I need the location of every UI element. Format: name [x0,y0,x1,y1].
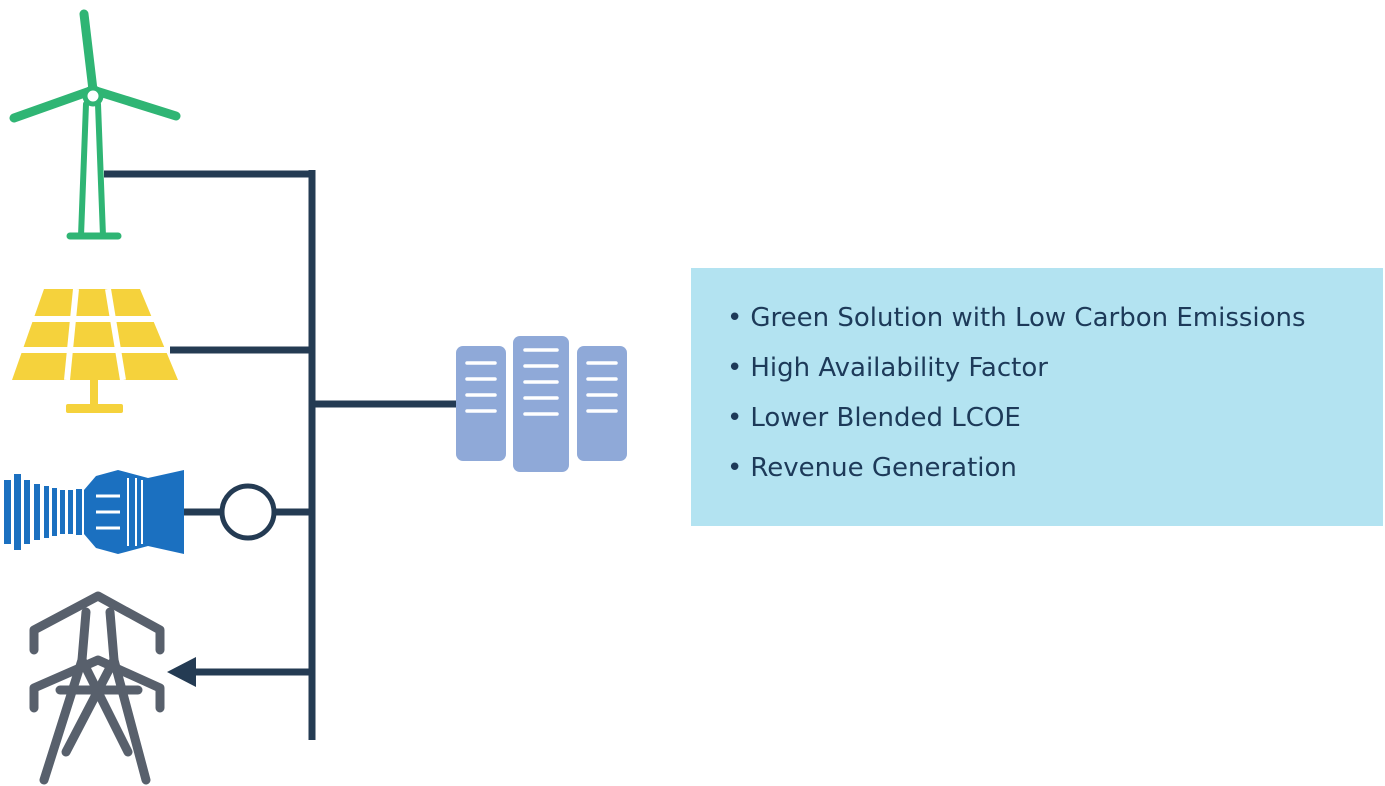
benefit-item: Lower Blended LCOE [727,402,1383,452]
benefit-item: High Availability Factor [727,352,1383,402]
battery-storage-icon [456,336,627,472]
benefit-item: Revenue Generation [727,452,1383,502]
connection-lines [104,170,456,740]
grid-export-arrow-icon [167,657,196,687]
benefits-panel: Green Solution with Low Carbon Emissions… [691,268,1383,526]
battery-rack-right [577,346,627,461]
battery-rack-center [513,336,569,472]
battery-rack-left [456,346,506,461]
gas-turbine-icon [4,470,184,554]
benefit-item: Green Solution with Low Carbon Emissions [727,302,1383,352]
solar-panel-icon [12,288,178,413]
benefits-list: Green Solution with Low Carbon Emissions… [727,302,1383,502]
wind-turbine-icon [9,9,181,240]
generator-icon [219,483,277,541]
transmission-tower-icon [29,591,165,785]
